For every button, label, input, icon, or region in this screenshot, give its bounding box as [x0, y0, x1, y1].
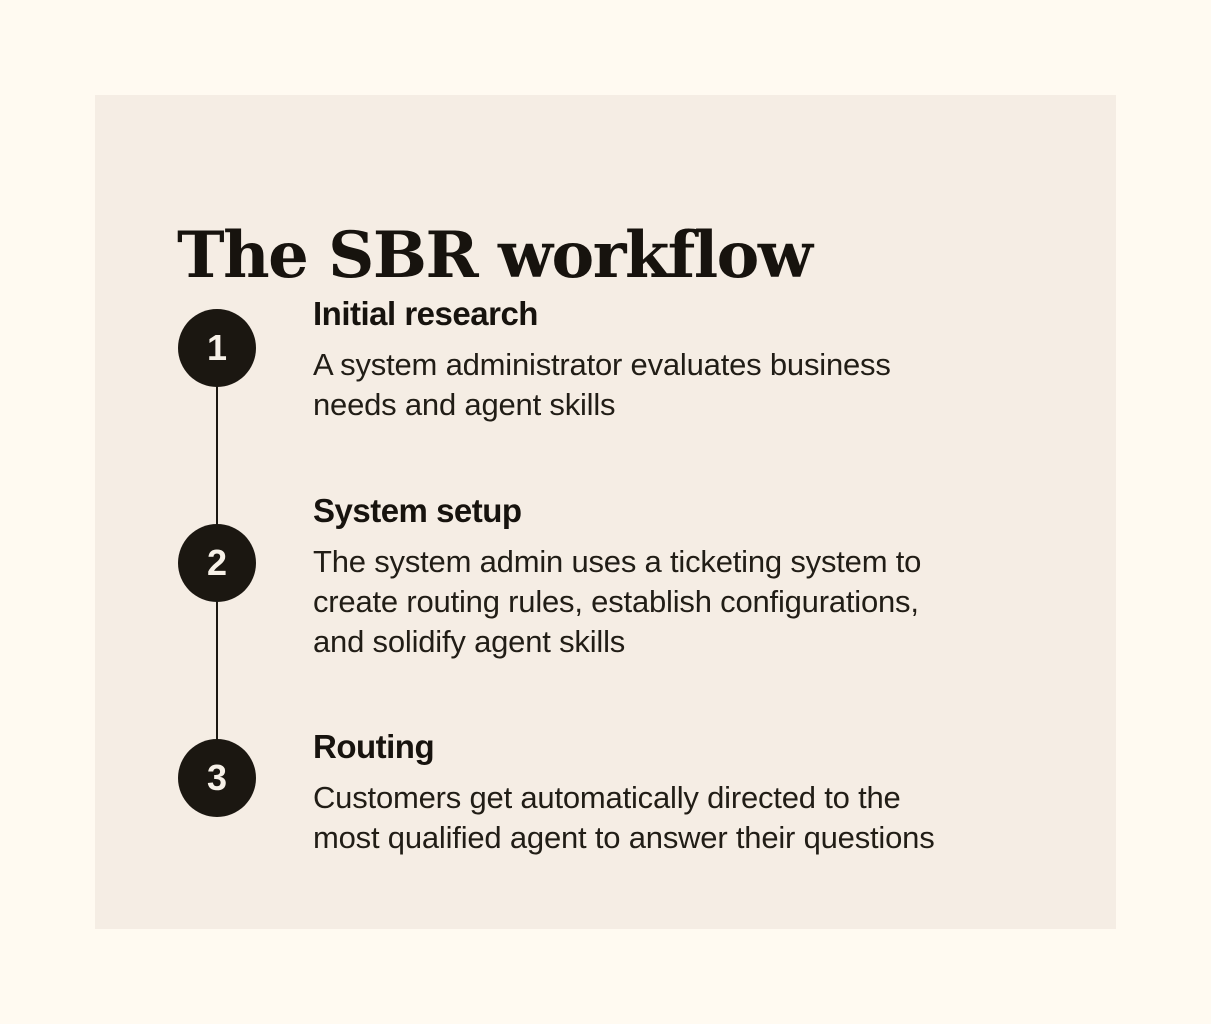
step-2-block: System setup The system admin uses a tic…	[313, 493, 1013, 662]
step-3-number: 3	[206, 757, 228, 798]
step-1-number: 1	[206, 327, 228, 368]
step-1-number-badge: 1	[178, 309, 256, 387]
step-3-description: Customers get automatically directed to …	[313, 780, 935, 855]
step-2-number: 2	[206, 542, 228, 583]
step-3-number-badge: 3	[178, 739, 256, 817]
step-3-block: Routing Customers get automatically dire…	[313, 729, 1013, 858]
step-3-heading: Routing	[313, 728, 435, 765]
step-1-description: A system administrator evaluates busines…	[313, 347, 891, 422]
step-2-heading: System setup	[313, 492, 522, 529]
workflow-panel: The SBR workflow 1 2 3 Initial research …	[95, 95, 1116, 929]
step-2-description: The system admin uses a ticketing system…	[313, 544, 922, 659]
step-1-heading: Initial research	[313, 295, 538, 332]
step-1-block: Initial research A system administrator …	[313, 296, 1013, 425]
page-title: The SBR workflow	[177, 217, 813, 293]
step-2-number-badge: 2	[178, 524, 256, 602]
